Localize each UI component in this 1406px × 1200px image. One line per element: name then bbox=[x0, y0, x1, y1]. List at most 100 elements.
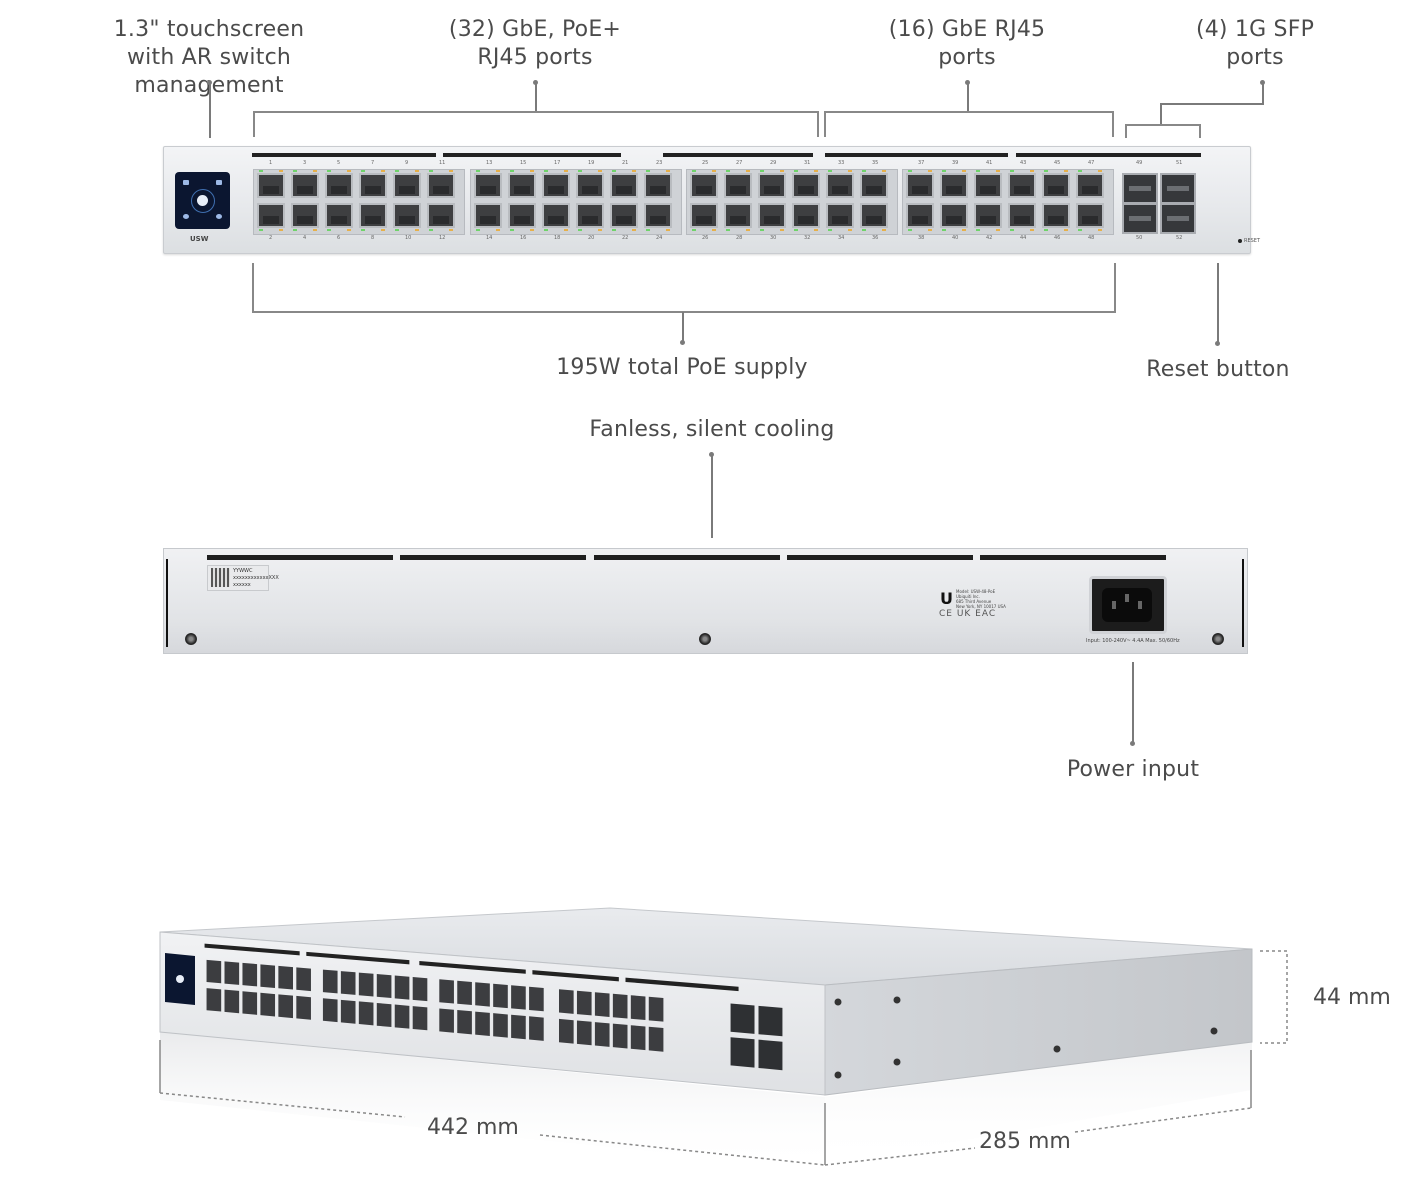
port-group-stripe bbox=[419, 960, 526, 974]
port-led-icon bbox=[632, 170, 636, 172]
port-led-icon bbox=[259, 170, 263, 172]
leader-sfp-ports-v2 bbox=[1160, 103, 1162, 125]
port-number: 30 bbox=[770, 235, 777, 241]
port-number: 42 bbox=[986, 235, 993, 241]
rj45-port[interactable] bbox=[325, 203, 353, 228]
port-led-icon bbox=[976, 229, 980, 231]
rj45-port[interactable] bbox=[690, 203, 718, 228]
rj45-port[interactable] bbox=[474, 203, 502, 228]
port-led-icon bbox=[1078, 229, 1082, 231]
rj45-port[interactable] bbox=[508, 173, 536, 198]
rj45-port[interactable] bbox=[860, 173, 888, 198]
rj45-port[interactable] bbox=[576, 203, 604, 228]
rj45-port[interactable] bbox=[826, 203, 854, 228]
rj45-port[interactable] bbox=[576, 173, 604, 198]
port-number: 6 bbox=[337, 235, 341, 241]
sfp-port[interactable] bbox=[1122, 203, 1158, 234]
rj45-port bbox=[358, 1001, 374, 1026]
rj45-port[interactable] bbox=[792, 173, 820, 198]
rj45-port[interactable] bbox=[359, 203, 387, 228]
rj45-port[interactable] bbox=[325, 173, 353, 198]
callout-touchscreen-line1: 1.3" touchscreen bbox=[113, 17, 305, 42]
rj45-port[interactable] bbox=[508, 203, 536, 228]
screen-icon-bottom-left bbox=[183, 214, 189, 219]
port-group-stripe bbox=[204, 943, 300, 956]
rj45-port[interactable] bbox=[393, 203, 421, 228]
screw-icon bbox=[699, 633, 711, 645]
port-led-icon bbox=[942, 229, 946, 231]
rj45-port[interactable] bbox=[724, 203, 752, 228]
leader-dot-cooling bbox=[709, 452, 714, 457]
rj45-port[interactable] bbox=[826, 173, 854, 198]
port-led-icon bbox=[395, 229, 399, 231]
rj45-port[interactable] bbox=[257, 203, 285, 228]
callout-touchscreen: 1.3" touchscreen with AR switch manageme… bbox=[50, 16, 368, 100]
port-number: 52 bbox=[1176, 235, 1183, 241]
rj45-port bbox=[224, 961, 240, 985]
rj45-port[interactable] bbox=[644, 173, 672, 198]
rj45-port[interactable] bbox=[974, 173, 1002, 198]
rj45-port[interactable] bbox=[860, 203, 888, 228]
rj45-port[interactable] bbox=[1008, 203, 1036, 228]
rj45-port[interactable] bbox=[758, 173, 786, 198]
model-info: Model: USW-48-PoE Ubiquiti Inc. 685 Thir… bbox=[956, 589, 1006, 609]
rj45-port[interactable] bbox=[1042, 173, 1070, 198]
rj45-port[interactable] bbox=[906, 173, 934, 198]
rj45-port[interactable] bbox=[393, 173, 421, 198]
rj45-port[interactable] bbox=[1008, 173, 1036, 198]
reset-button[interactable] bbox=[1238, 239, 1242, 243]
port-number: 21 bbox=[622, 160, 629, 166]
leader-dot-reset bbox=[1215, 341, 1220, 346]
rj45-port[interactable] bbox=[906, 203, 934, 228]
switch-rear-panel: YYWWC xxxxxxxxxxxxXXX xxxxxx U Model: US… bbox=[163, 548, 1248, 654]
rj45-port bbox=[439, 979, 454, 1004]
port-led-icon bbox=[429, 229, 433, 231]
rj45-port[interactable] bbox=[359, 173, 387, 198]
port-led-icon bbox=[780, 229, 784, 231]
rj45-port[interactable] bbox=[291, 173, 319, 198]
rj45-port[interactable] bbox=[1076, 173, 1104, 198]
rj45-port bbox=[412, 1006, 428, 1031]
port-number: 37 bbox=[918, 160, 925, 166]
port-number: 7 bbox=[371, 160, 375, 166]
rj45-port bbox=[612, 1023, 628, 1049]
port-number: 13 bbox=[486, 160, 493, 166]
reflection bbox=[160, 1032, 825, 1170]
rj45-port[interactable] bbox=[610, 203, 638, 228]
port-number: 29 bbox=[770, 160, 777, 166]
screw-icon bbox=[1053, 1045, 1061, 1053]
rj45-port[interactable] bbox=[1076, 203, 1104, 228]
port-led-icon bbox=[814, 229, 818, 231]
sfp-port[interactable] bbox=[1160, 203, 1196, 234]
touchscreen-display[interactable] bbox=[175, 172, 230, 229]
serial-label-line3: xxxxxx bbox=[233, 582, 251, 588]
rj45-port[interactable] bbox=[474, 173, 502, 198]
rj45-port bbox=[412, 977, 428, 1002]
rj45-port bbox=[529, 986, 544, 1012]
rj45-port[interactable] bbox=[940, 173, 968, 198]
port-led-icon bbox=[612, 170, 616, 172]
rj45-port[interactable] bbox=[542, 203, 570, 228]
port-led-icon bbox=[293, 229, 297, 231]
rj45-port[interactable] bbox=[610, 173, 638, 198]
rj45-port[interactable] bbox=[427, 173, 455, 198]
rj45-port[interactable] bbox=[940, 203, 968, 228]
rj45-port[interactable] bbox=[291, 203, 319, 228]
rj45-port[interactable] bbox=[792, 203, 820, 228]
power-pin bbox=[1125, 594, 1129, 602]
power-socket[interactable] bbox=[1089, 576, 1167, 634]
rj45-port[interactable] bbox=[974, 203, 1002, 228]
rj45-port[interactable] bbox=[758, 203, 786, 228]
rj45-port[interactable] bbox=[724, 173, 752, 198]
rj45-port[interactable] bbox=[1042, 203, 1070, 228]
rj45-port[interactable] bbox=[644, 203, 672, 228]
rj45-port[interactable] bbox=[690, 173, 718, 198]
rj45-port[interactable] bbox=[257, 173, 285, 198]
rj45-port[interactable] bbox=[427, 203, 455, 228]
port-led-icon bbox=[726, 229, 730, 231]
leader-poe-ports bbox=[535, 82, 537, 112]
port-led-icon bbox=[313, 170, 317, 172]
rj45-port bbox=[511, 985, 526, 1010]
rj45-port[interactable] bbox=[542, 173, 570, 198]
